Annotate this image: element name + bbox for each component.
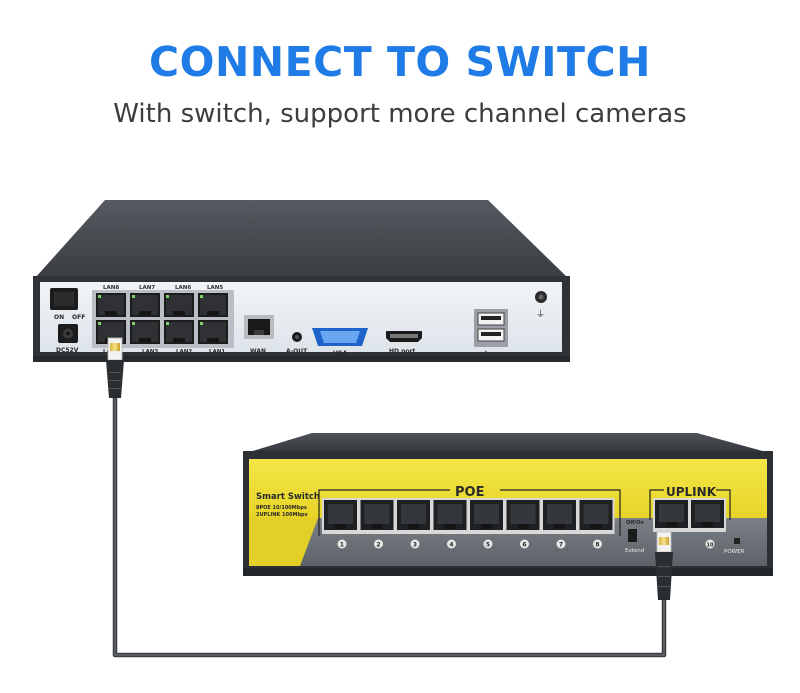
lan1-label: LAN1 xyxy=(209,349,225,355)
extend-toggle[interactable] xyxy=(628,529,637,542)
audio-out-label: A-OUT xyxy=(286,348,308,355)
rj45-plug-nvr xyxy=(106,337,124,398)
ethernet-cable xyxy=(106,337,673,658)
switch-spec-2: 2UPLINK 100Mbps xyxy=(256,512,308,518)
lan-port-bottom-2[interactable] xyxy=(130,320,160,344)
wan-label: WAN xyxy=(250,348,266,355)
port-number-badge xyxy=(556,539,566,549)
lan-port-top-2[interactable] xyxy=(130,293,160,317)
port-number-badge xyxy=(374,539,383,549)
ground-icon: ⏚ xyxy=(536,309,545,320)
poe-port-7[interactable] xyxy=(541,498,578,534)
power-on-label: ON xyxy=(54,314,64,321)
poe-port-number-6: 6 xyxy=(522,542,526,549)
lan8-label: LAN8 xyxy=(103,285,119,291)
port-number-badge xyxy=(447,539,456,549)
port-number-badge xyxy=(705,539,715,549)
svg-text:o: o xyxy=(66,296,72,305)
port-number-badge xyxy=(483,539,493,549)
lan3-label: LAN3 xyxy=(142,349,158,355)
poe-port-number-5: 5 xyxy=(486,542,490,549)
poe-port-4[interactable] xyxy=(431,498,469,534)
dc-label: DC52V xyxy=(56,347,79,354)
port-number-badge xyxy=(410,539,420,549)
poe-port-5[interactable] xyxy=(468,498,505,534)
poe-switch: POE UPLINK Smart Switch 8POE 10/100Mbps … xyxy=(243,433,773,576)
page-title: CONNECT TO SWITCH xyxy=(149,38,651,86)
uplink-label: UPLINK xyxy=(666,485,717,499)
usb-icon: ⇌ xyxy=(480,349,488,359)
lan7-label: LAN7 xyxy=(139,285,155,291)
port-number-badge xyxy=(593,539,602,549)
svg-text:I: I xyxy=(56,296,59,305)
poe-port-number-3: 3 xyxy=(413,542,417,549)
hdmi-port[interactable] xyxy=(386,331,422,342)
poe-port-number-7: 7 xyxy=(559,542,563,549)
lan5-label: LAN5 xyxy=(207,285,223,291)
poe-port-3[interactable] xyxy=(395,498,432,534)
power-off-label: OFF xyxy=(72,314,85,321)
poe-port-6[interactable] xyxy=(504,498,542,534)
lan-port-top-1[interactable] xyxy=(96,293,126,317)
uplink-port-2[interactable] xyxy=(689,498,726,532)
vga-port[interactable] xyxy=(312,328,368,346)
poe-port-8[interactable] xyxy=(577,498,615,534)
poe-port-2[interactable] xyxy=(358,498,396,534)
port-number-badge xyxy=(520,539,529,549)
wan-port[interactable] xyxy=(244,315,274,339)
poe-label: POE xyxy=(455,485,484,500)
page-subtitle: With switch, support more channel camera… xyxy=(113,99,687,129)
poe-port-number-2: 2 xyxy=(376,542,380,549)
lan6-label: LAN6 xyxy=(175,285,191,291)
lan2-label: LAN2 xyxy=(176,349,192,355)
lan-port-bottom-3[interactable] xyxy=(164,320,194,344)
usb-ports[interactable] xyxy=(474,309,508,347)
uplink-port-number: 10 xyxy=(707,543,714,549)
uplink-port-1[interactable] xyxy=(653,498,690,532)
rj45-plug-switch xyxy=(655,531,673,600)
extend-label: Extend xyxy=(625,548,644,554)
power-label: POWER xyxy=(724,549,745,555)
poe-port-number-4: 4 xyxy=(449,542,453,549)
port-number-badge xyxy=(337,539,347,549)
hdmi-label: HD port xyxy=(389,348,415,355)
vga-label: VGA xyxy=(333,350,348,357)
poe-port-number-8: 8 xyxy=(595,542,599,549)
poe-port-number-1: 1 xyxy=(340,542,344,549)
mode-label: Off/On xyxy=(626,520,644,526)
lan-port-bottom-4[interactable] xyxy=(198,320,228,344)
power-switch[interactable]: I o xyxy=(50,288,78,310)
switch-brand: Smart Switch xyxy=(256,492,320,502)
switch-spec-1: 8POE 10/100Mbps xyxy=(256,505,307,511)
lan-port-top-4[interactable] xyxy=(198,293,228,317)
poe-port-1[interactable] xyxy=(322,498,359,534)
power-led xyxy=(734,538,740,544)
lan-port-top-3[interactable] xyxy=(164,293,194,317)
